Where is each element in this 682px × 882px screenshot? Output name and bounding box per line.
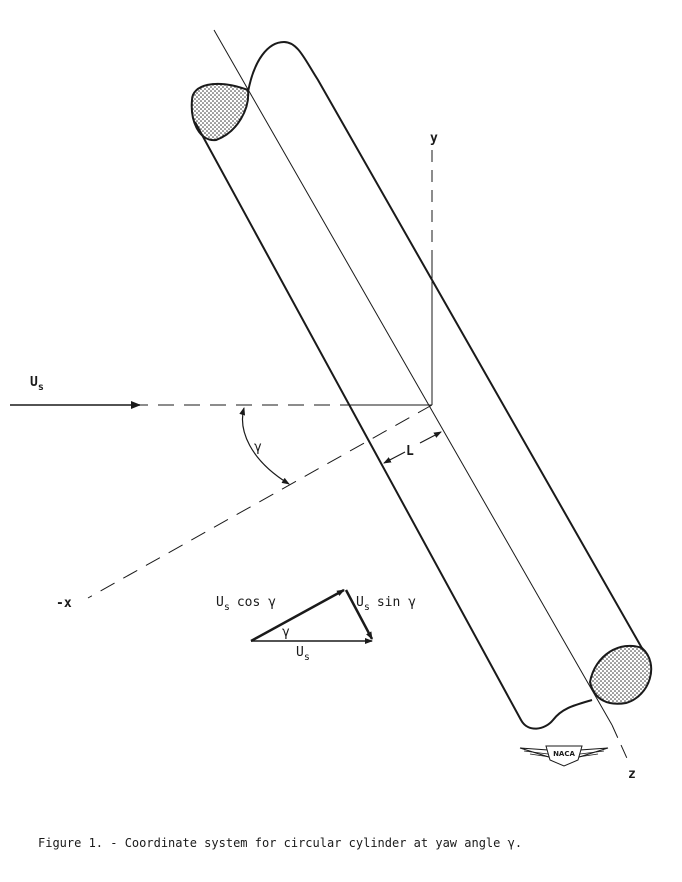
distance-arrow-upper bbox=[419, 431, 442, 444]
yaw-angle-arc bbox=[239, 407, 290, 485]
z-axis-label: z bbox=[628, 767, 636, 782]
naca-logo: NACA bbox=[519, 745, 609, 767]
yaw-angle-label: γ bbox=[254, 440, 262, 455]
y-axis-label: y bbox=[430, 131, 438, 146]
distance-label: L bbox=[406, 444, 414, 459]
cylinder-outline-left bbox=[194, 121, 593, 730]
naca-logo-wing-feathers-right bbox=[577, 750, 605, 758]
naca-logo-banner bbox=[545, 745, 583, 767]
cylinder-axis-line bbox=[213, 29, 613, 726]
vector-hypotenuse bbox=[250, 588, 345, 643]
naca-logo-text: NACA bbox=[553, 750, 575, 758]
cylinder-bottom-end-cap bbox=[588, 644, 653, 705]
z-axis-dashed bbox=[611, 724, 631, 766]
neg-x-axis-label: -x bbox=[56, 596, 72, 611]
vector-angle-label: γ bbox=[282, 625, 290, 640]
vector-side bbox=[344, 589, 374, 640]
naca-logo-wing-feathers-left bbox=[523, 750, 551, 758]
neg-x-axis-dashed bbox=[87, 404, 433, 599]
vector-base-label: Us bbox=[296, 645, 310, 663]
cylinder-outline-right bbox=[247, 40, 644, 651]
distance-arrow-lower bbox=[383, 451, 406, 464]
free-stream-label: Us bbox=[30, 375, 44, 393]
figure-caption: Figure 1. - Coordinate system for circul… bbox=[38, 836, 523, 850]
cylinder-top-end-cap bbox=[190, 82, 250, 142]
